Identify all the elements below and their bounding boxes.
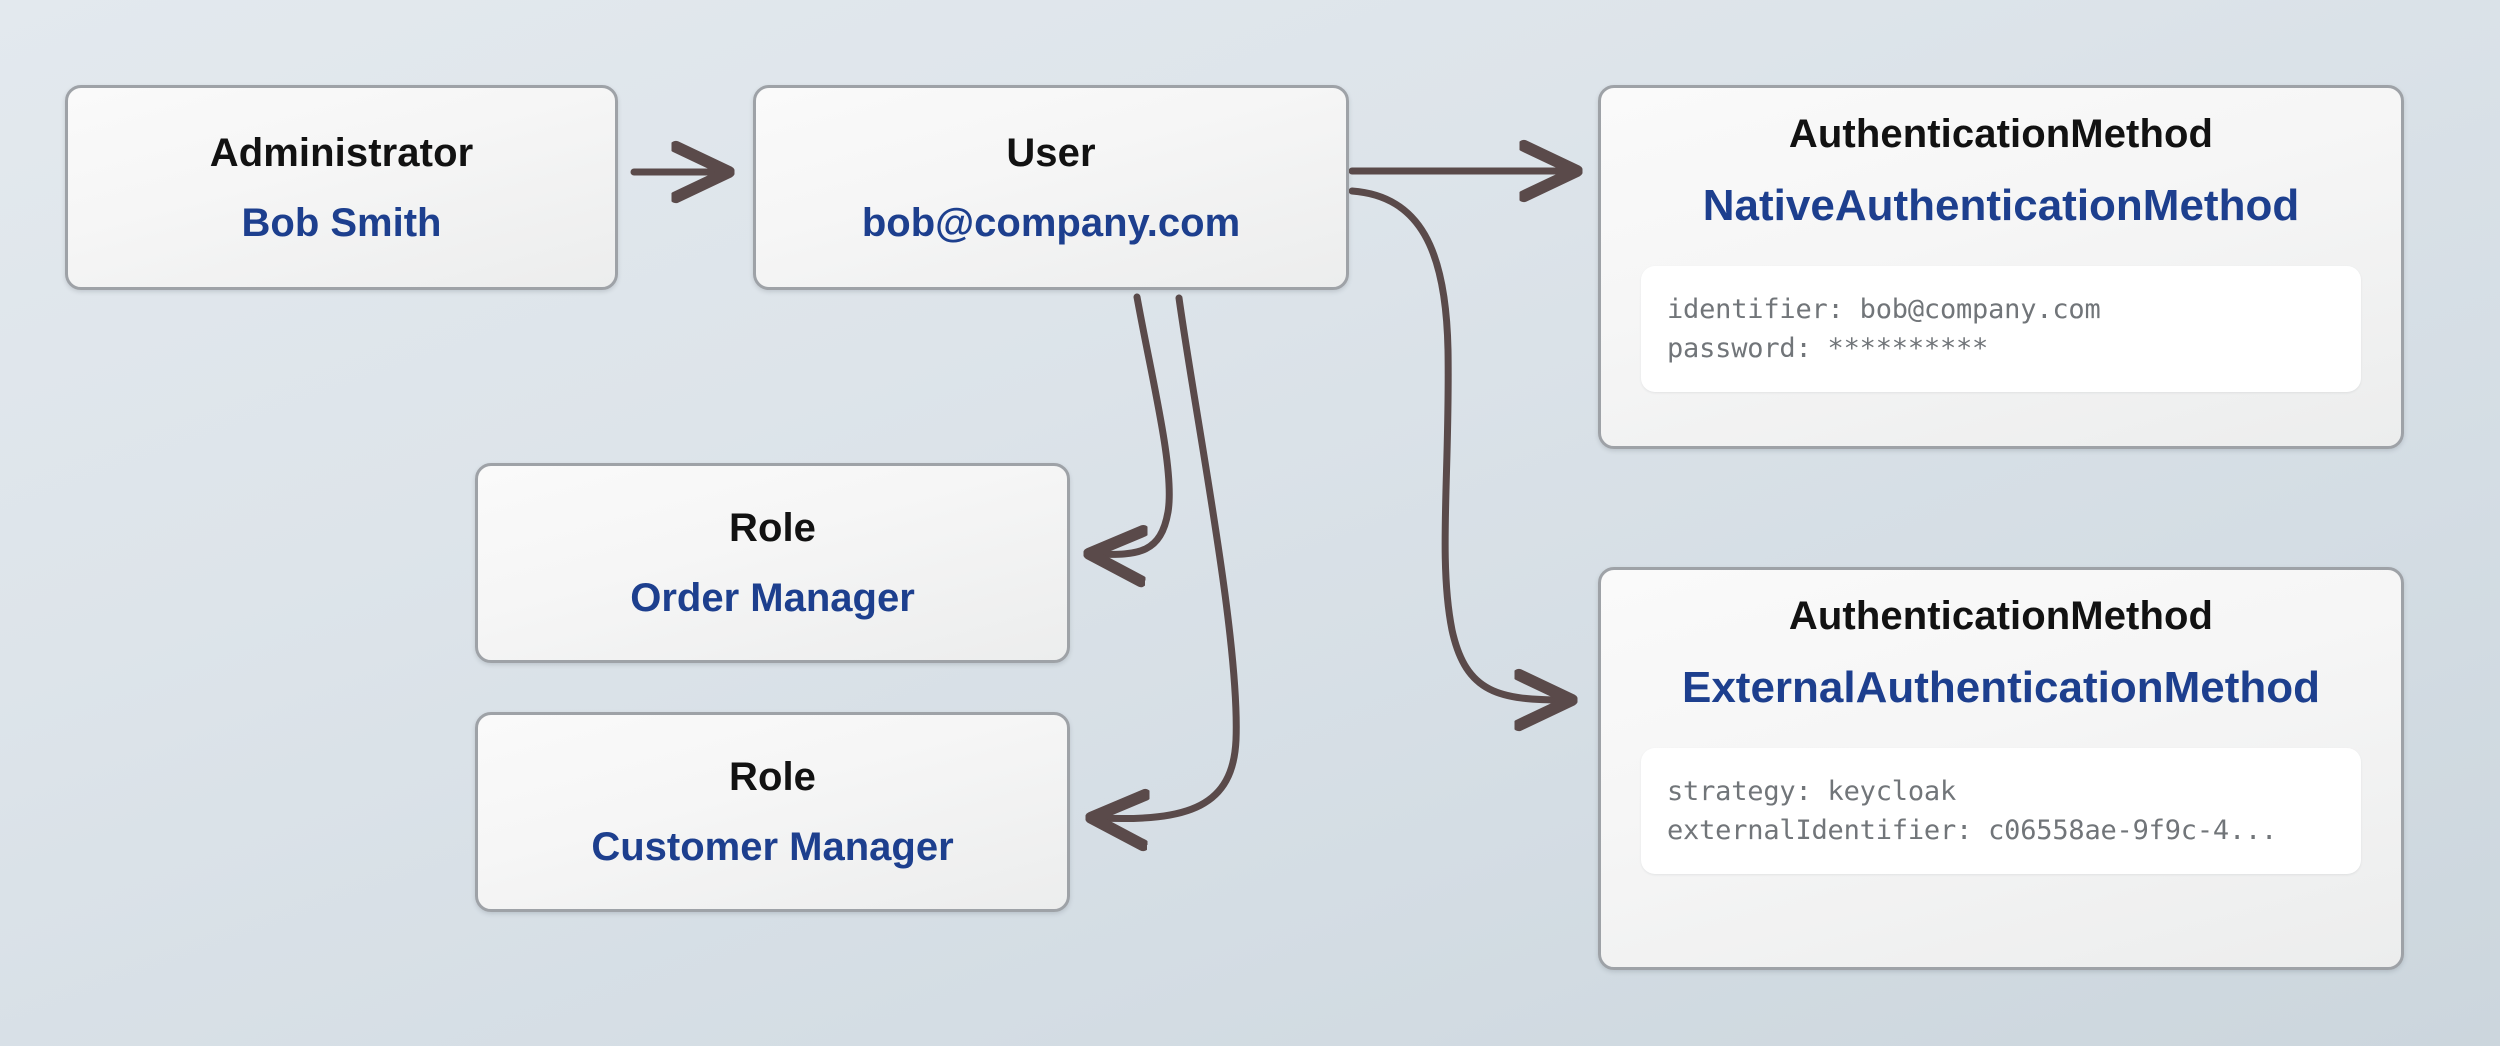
node-role-order-manager[interactable]: Role Order Manager: [475, 463, 1070, 663]
node-user-subtitle: bob@company.com: [861, 200, 1241, 245]
node-role-customer-manager[interactable]: Role Customer Manager: [475, 712, 1070, 912]
node-administrator-subtitle: Bob Smith: [241, 200, 442, 245]
native-auth-detail-identifier: identifier: bob@company.com: [1667, 294, 2101, 325]
edge-user-to-auth-external: [1348, 187, 1565, 700]
native-auth-detail-panel: identifier: bob@company.com password: **…: [1641, 266, 2361, 393]
node-native-authentication-method-subtitle: NativeAuthenticationMethod: [1702, 181, 2300, 230]
native-auth-detail-password: password: **********: [1667, 333, 1989, 365]
node-role-customer-manager-subtitle: Customer Manager: [591, 825, 954, 869]
external-auth-detail-strategy: strategy: keycloak: [1667, 776, 1956, 807]
edge-user-to-role-customer: [1098, 294, 1240, 819]
node-native-authentication-method-title: AuthenticationMethod: [1788, 112, 2214, 156]
node-administrator[interactable]: Administrator Bob Smith: [65, 85, 618, 290]
external-auth-detail-panel: strategy: keycloak externalIdentifier: c…: [1641, 748, 2361, 875]
node-role-customer-manager-title: Role: [728, 755, 817, 799]
node-role-order-manager-subtitle: Order Manager: [630, 576, 915, 620]
node-user-title: User: [1006, 130, 1096, 175]
node-user[interactable]: User bob@company.com: [753, 85, 1349, 290]
node-role-order-manager-title: Role: [728, 506, 817, 550]
node-native-authentication-method[interactable]: AuthenticationMethod NativeAuthenticatio…: [1598, 85, 2404, 449]
node-external-authentication-method-subtitle: ExternalAuthenticationMethod: [1681, 663, 2321, 712]
node-external-authentication-method-title: AuthenticationMethod: [1788, 594, 2214, 638]
edge-user-to-role-order: [1096, 293, 1173, 554]
node-external-authentication-method[interactable]: AuthenticationMethod ExternalAuthenticat…: [1598, 567, 2404, 970]
node-administrator-title: Administrator: [209, 130, 474, 175]
external-auth-detail-external-identifier: externalIdentifier: c06558ae-9f9c-4...: [1667, 815, 2278, 847]
